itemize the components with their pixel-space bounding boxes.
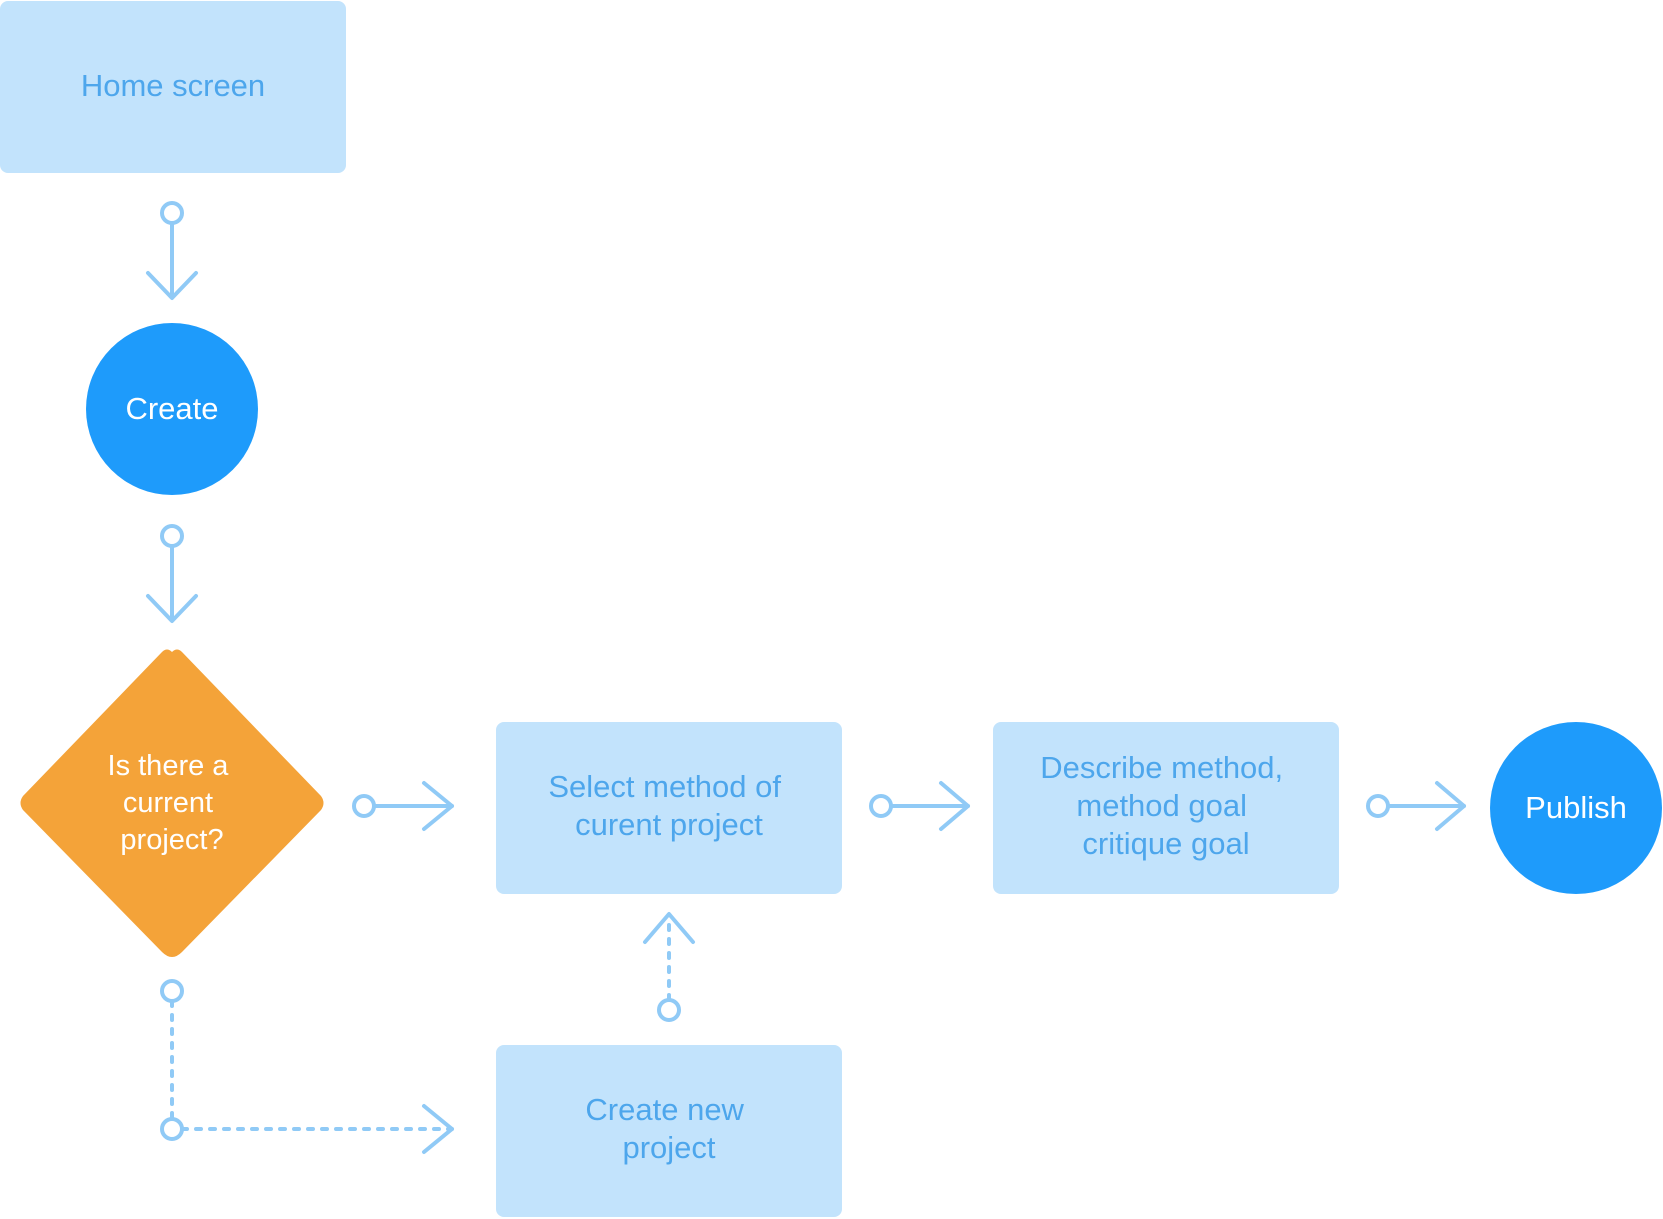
node-describe-method[interactable]: Describe method, method goal critique go… [993,722,1339,894]
connector-decision-to-select-method [352,781,454,831]
connector-create-to-decision [146,524,198,623]
connectors [146,201,1466,1154]
node-create-new-project-line-2: project [622,1130,715,1165]
node-decision-line-3: project? [120,824,223,856]
node-decision-label: Is there a current project? [108,750,237,856]
node-create-new-project-label: Create new project [585,1092,752,1165]
node-publish[interactable]: Publish [1490,722,1662,894]
node-create-new-project-line-1: Create new [585,1092,744,1127]
node-select-method-line-1: Select method of [548,769,781,804]
node-decision[interactable]: Is there a current project? [20,649,324,958]
node-describe-method-label: Describe method, method goal critique go… [1040,750,1292,861]
node-select-method-label: Select method of curent project [548,769,789,842]
node-create-new-project[interactable]: Create new project [496,1045,842,1217]
connector-create-new-to-select-method [643,912,695,1022]
node-describe-method-line-3: critique goal [1082,826,1249,861]
node-home-screen-label: Home screen [81,68,265,103]
node-decision-line-2: current [123,787,213,819]
connector-describe-to-publish [1366,781,1466,831]
node-create-line: Create [125,391,218,426]
node-create[interactable]: Create [86,323,258,495]
node-describe-method-line-2: method goal [1076,788,1247,823]
node-publish-label: Publish [1525,790,1627,825]
node-home-screen-line: Home screen [81,68,265,103]
node-select-method[interactable]: Select method of curent project [496,722,842,894]
node-select-method-line-2: curent project [575,807,763,842]
connector-decision-to-create-new-project [160,979,454,1154]
connector-home-to-create [146,201,198,300]
node-home-screen[interactable]: Home screen [0,1,346,173]
node-publish-line: Publish [1525,790,1627,825]
node-describe-method-line-1: Describe method, [1040,750,1283,785]
node-decision-line-1: Is there a [108,750,230,782]
connector-select-to-describe [869,781,970,831]
node-create-label: Create [125,391,218,426]
